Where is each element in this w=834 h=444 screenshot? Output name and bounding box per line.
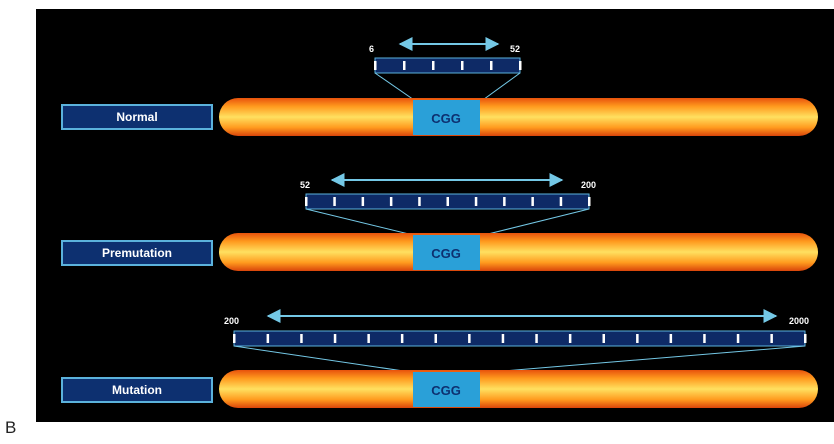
repeat-tick: [568, 334, 572, 343]
row-label: Normal: [116, 110, 157, 124]
repeat-tick: [636, 334, 639, 343]
row-normal: 6 52 CGG Normal: [61, 37, 818, 136]
panel-letter: B: [5, 418, 17, 437]
repeat-tick: [305, 197, 308, 206]
repeat-tick: [588, 197, 591, 206]
cgg-region: [413, 372, 480, 407]
repeat-tick: [461, 61, 464, 70]
cgg-region: [413, 235, 480, 270]
cgg-label: CGG: [431, 383, 461, 398]
repeat-tick: [474, 197, 478, 206]
repeat-tick: [333, 334, 337, 343]
chromosome-bar: [219, 98, 818, 136]
repeat-ticks: [233, 334, 807, 343]
repeat-tick: [519, 61, 522, 70]
range-min-label: 200: [224, 316, 239, 326]
fragile-x-repeat-diagram: 6 52 CGG Normal 52 200 CGG Premutation 2…: [36, 9, 834, 422]
repeat-tick: [266, 334, 270, 343]
chromosome-bar: [219, 370, 818, 408]
cgg-label: CGG: [431, 111, 461, 126]
chromosome-bar: [219, 233, 818, 271]
repeat-tick: [361, 197, 365, 206]
range-max-label: 2000: [789, 316, 809, 326]
repeat-tick: [367, 334, 370, 343]
repeat-tick: [403, 61, 406, 70]
cgg-region: [413, 100, 480, 135]
repeat-bar: [374, 57, 521, 74]
repeat-ticks: [305, 197, 591, 206]
row-label: Premutation: [102, 246, 172, 260]
repeat-tick: [374, 61, 377, 70]
repeat-tick: [233, 334, 236, 343]
repeat-tick: [535, 334, 538, 343]
repeat-tick: [804, 334, 807, 343]
repeat-tick: [490, 61, 493, 70]
repeat-tick: [446, 197, 449, 206]
repeat-tick: [432, 61, 435, 70]
range-min-label: 6: [369, 44, 374, 54]
repeat-tick: [300, 334, 303, 343]
repeat-tick: [503, 197, 506, 206]
repeat-tick: [400, 334, 404, 343]
row-premutation: 52 200 CGG Premutation: [61, 173, 818, 271]
repeat-tick: [736, 334, 740, 343]
repeat-tick: [333, 197, 336, 206]
row-label-box: [61, 377, 213, 403]
repeat-tick: [703, 334, 706, 343]
range-min-label: 52: [300, 180, 310, 190]
repeat-tick: [602, 334, 605, 343]
cgg-label: CGG: [431, 246, 461, 261]
range-max-label: 200: [581, 180, 596, 190]
repeat-tick: [770, 334, 773, 343]
repeat-tick: [389, 197, 393, 206]
repeat-tick: [501, 334, 505, 343]
repeat-bar: [233, 330, 806, 347]
row-mutation: 200 2000 CGG Mutation: [61, 309, 818, 408]
repeat-tick: [531, 197, 534, 206]
repeat-tick: [418, 197, 421, 206]
repeat-tick: [669, 334, 673, 343]
repeat-ticks: [374, 61, 522, 70]
range-max-label: 52: [510, 44, 520, 54]
repeat-tick: [559, 197, 563, 206]
row-label-box: [61, 240, 213, 266]
row-label-box: [61, 104, 213, 130]
diagram-background: [36, 9, 834, 422]
repeat-tick: [434, 334, 437, 343]
row-label: Mutation: [112, 383, 162, 397]
repeat-tick: [468, 334, 471, 343]
